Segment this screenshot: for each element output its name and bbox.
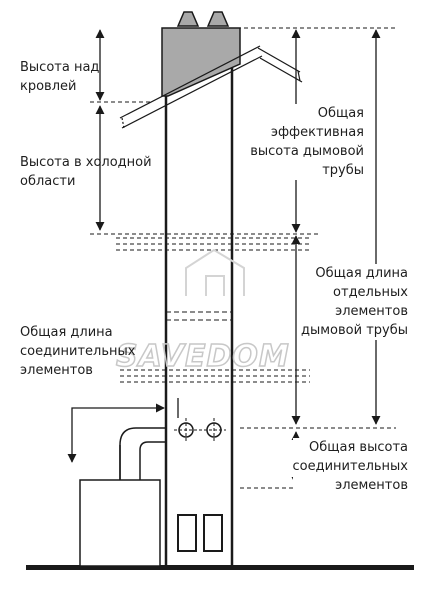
label-line: области <box>20 174 76 189</box>
label-total-height-connecting: Общая высота соединительных элементов <box>292 438 408 495</box>
label-line: кровлей <box>20 79 77 94</box>
shaft-section-line <box>166 311 232 321</box>
connecting-pipe <box>119 427 166 480</box>
label-line: дымовой трубы <box>300 323 408 338</box>
chimney-shaft <box>164 66 234 567</box>
pipe-joint <box>116 237 310 383</box>
boiler <box>79 479 161 567</box>
label-line: Общая длина <box>315 266 408 281</box>
ground-line <box>26 565 414 570</box>
label-line: элементов <box>335 478 408 493</box>
label-height-cold-zone: Высота в холодной области <box>20 153 152 191</box>
label-total-length-connecting: Общая длина соединительных элементов <box>20 323 135 380</box>
label-line: Общая длина <box>20 325 113 340</box>
watermark-text: SAVEDOM <box>116 339 290 374</box>
label-line: отдельных <box>333 285 408 300</box>
label-height-above-roof: Высота над кровлей <box>20 58 99 96</box>
label-line: соединительных <box>20 344 136 359</box>
label-line: эффективная <box>270 125 364 140</box>
label-line: Общая <box>317 106 364 121</box>
flue-inlet-axis <box>174 418 226 442</box>
label-line: Общая высота <box>309 440 408 455</box>
label-total-effective-height: Общая эффективная высота дымовой трубы <box>250 104 364 180</box>
label-line: элементов <box>335 304 408 319</box>
chimney-cap <box>161 11 241 97</box>
label-line: соединительных <box>292 459 408 474</box>
watermark: SAVEDOM <box>115 248 290 375</box>
label-line: Высота в холодной <box>20 155 152 170</box>
label-line: элементов <box>20 363 93 378</box>
label-line: трубы <box>322 163 364 178</box>
connecting-length-arrow <box>67 398 179 463</box>
cleanout-doors <box>177 514 223 552</box>
label-line: высота дымовой <box>250 144 364 159</box>
label-line: Высота над <box>20 60 100 75</box>
label-total-length-elements: Общая длина отдельных элементов дымовой … <box>300 264 408 340</box>
dimension-extension <box>90 27 396 489</box>
watermark-house-logo <box>185 248 245 296</box>
